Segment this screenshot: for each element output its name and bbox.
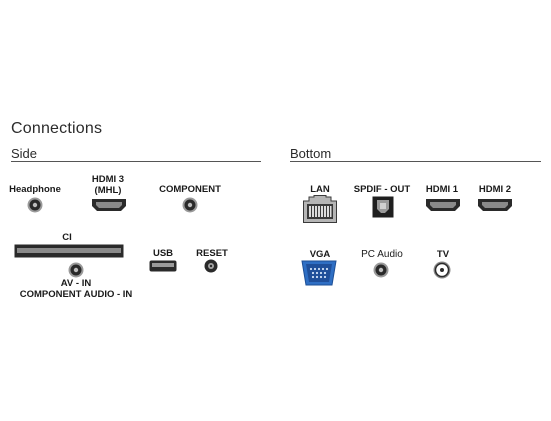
section-bottom-divider — [290, 161, 541, 162]
ci-slot-icon — [14, 244, 124, 258]
component-audio-in-label: COMPONENT AUDIO - IN — [19, 289, 133, 300]
component-label: COMPONENT — [159, 184, 221, 195]
hdmi3-port-icon — [92, 199, 126, 211]
headphone-label: Headphone — [9, 184, 61, 195]
headphone-jack-icon — [27, 197, 43, 213]
av-in-jack-icon — [68, 262, 84, 278]
reset-button-icon — [204, 259, 218, 273]
hdmi1-label: HDMI 1 — [425, 184, 459, 195]
hdmi2-port-icon — [478, 199, 512, 211]
usb-port-icon — [149, 260, 177, 272]
lan-label: LAN — [310, 184, 330, 195]
component-jack-icon — [182, 197, 198, 213]
vga-port-icon — [301, 260, 337, 286]
ci-label: CI — [62, 232, 72, 243]
vga-label: VGA — [309, 249, 331, 260]
tv-antenna-label: TV — [436, 249, 450, 260]
usb-label: USB — [152, 248, 174, 259]
av-in-label: AV - IN — [60, 278, 92, 289]
section-bottom-heading: Bottom — [290, 146, 332, 161]
reset-label: RESET — [196, 248, 228, 259]
spdif-out-label: SPDIF - OUT — [353, 184, 411, 195]
hdmi3-label: HDMI 3 (MHL) — [78, 174, 138, 196]
spdif-optical-port-icon — [372, 196, 394, 218]
page-title: Connections — [11, 120, 103, 137]
hdmi3-label-line1: HDMI 3 — [91, 174, 125, 185]
tv-antenna-port-icon — [433, 261, 451, 279]
lan-port-icon — [303, 195, 337, 223]
hdmi2-label: HDMI 2 — [478, 184, 512, 195]
pc-audio-label: PC Audio — [361, 249, 403, 260]
hdmi3-label-line2: (MHL) — [94, 185, 122, 196]
section-side-heading: Side — [11, 146, 38, 161]
section-side-divider — [11, 161, 261, 162]
pc-audio-jack-icon — [373, 262, 389, 278]
hdmi1-port-icon — [426, 199, 460, 211]
